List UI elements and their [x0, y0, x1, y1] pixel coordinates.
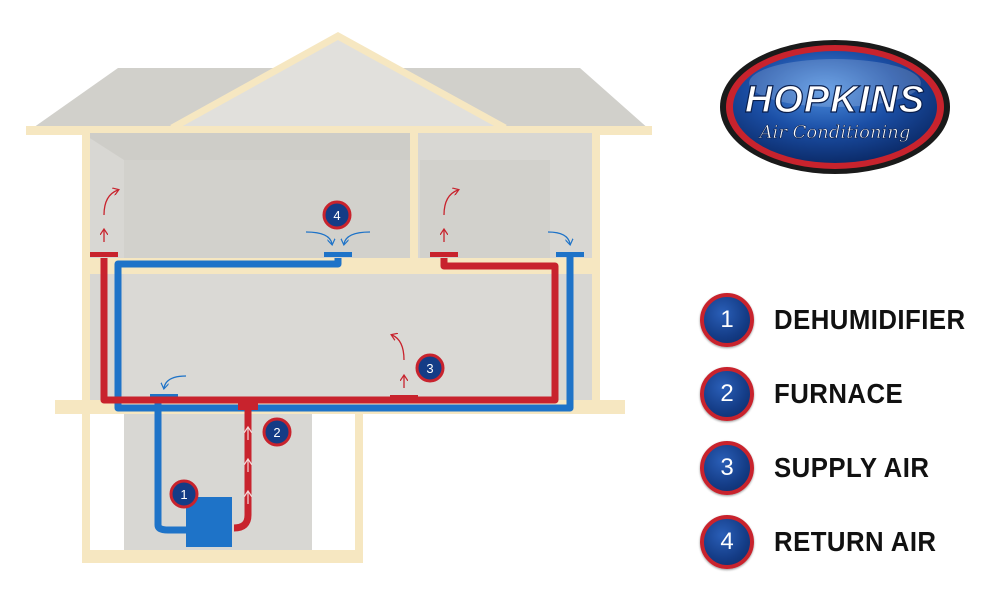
legend-item-return-air: 4 RETURN AIR: [700, 505, 990, 579]
legend-badge-4: 4: [700, 515, 754, 569]
return-airflow-arrows: [164, 231, 570, 388]
logo-brand-name: HOPKINS: [745, 79, 925, 121]
marker-3-number: 3: [426, 361, 433, 376]
marker-4: 4: [322, 200, 352, 230]
legend-label-furnace: FURNACE: [774, 378, 904, 409]
legend-item-furnace: 2 FURNACE: [700, 357, 990, 431]
supply-air-ducts: [100, 258, 559, 532]
house-structure: [55, 133, 625, 563]
legend-item-supply-air: 3 SUPPLY AIR: [700, 431, 990, 505]
marker-2: 2: [262, 417, 292, 447]
legend-badge-3: 3: [700, 441, 754, 495]
hopkins-logo: HOPKINS Air Conditioning: [720, 40, 950, 174]
dehumidifier-unit: [186, 497, 232, 547]
legend: 1 DEHUMIDIFIER 2 FURNACE 3 SUPPLY AIR 4 …: [700, 283, 990, 579]
return-air-ducts: [114, 256, 574, 534]
legend-badge-2: 2: [700, 367, 754, 421]
marker-3: 3: [415, 353, 445, 383]
marker-4-number: 4: [333, 208, 340, 223]
legend-label-supply-air: SUPPLY AIR: [774, 452, 930, 483]
supply-registers: [90, 252, 458, 400]
legend-label-return-air: RETURN AIR: [774, 526, 937, 557]
marker-1-number: 1: [180, 487, 187, 502]
marker-2-number: 2: [273, 425, 280, 440]
legend-label-dehumidifier: DEHUMIDIFIER: [774, 304, 966, 335]
roof: [26, 32, 652, 135]
legend-item-dehumidifier: 1 DEHUMIDIFIER: [700, 283, 990, 357]
supply-airflow-arrows: [104, 190, 458, 388]
legend-badge-1: 1: [700, 293, 754, 347]
logo-tagline: Air Conditioning: [758, 122, 911, 143]
marker-1: 1: [169, 479, 199, 509]
